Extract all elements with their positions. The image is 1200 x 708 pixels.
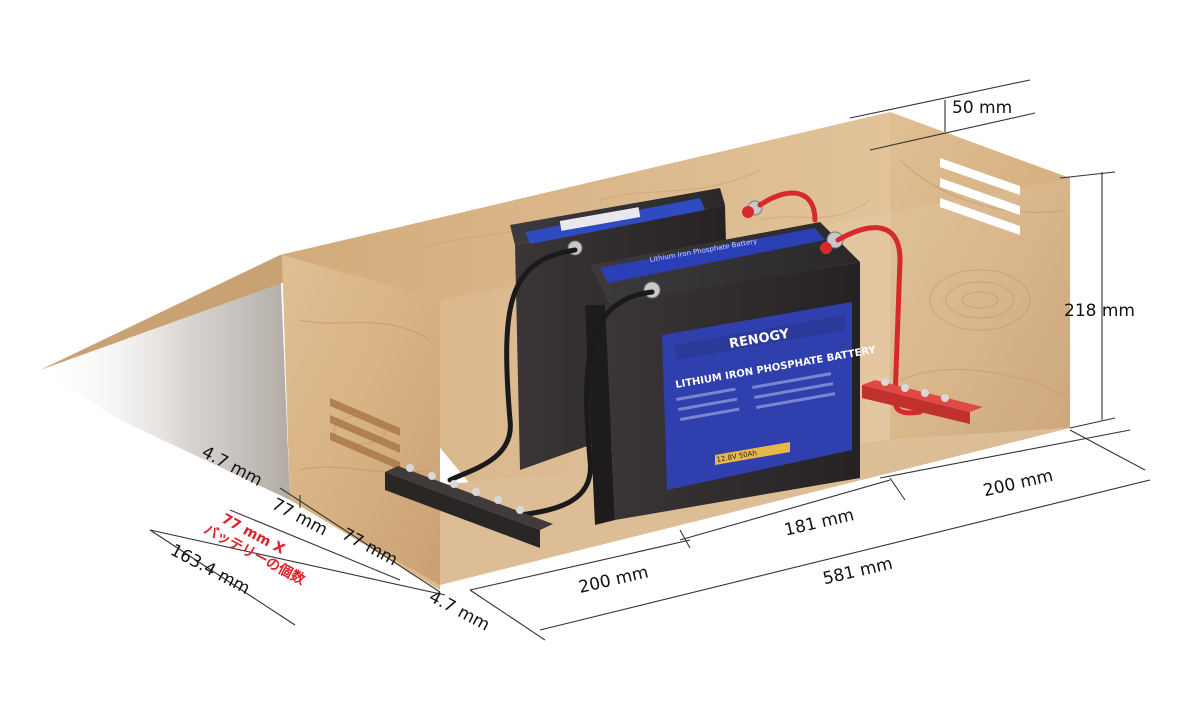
- battery-spec-rows: [676, 372, 836, 421]
- wood-grain-right: [899, 159, 1066, 396]
- dim-left-gap: 200 mm: [577, 562, 651, 597]
- dim-height: 218 mm: [1064, 301, 1135, 321]
- battery-front: Lithium Iron Phosphate Battery RENOGY LI…: [585, 222, 877, 525]
- dim-right-gap: 200 mm: [981, 466, 1055, 501]
- dim-top-gap: 50 mm: [952, 98, 1012, 118]
- dim-total-length: 581 mm: [821, 554, 895, 589]
- dim-battery-length: 181 mm: [782, 505, 856, 540]
- right-vent-slots: [940, 158, 1020, 235]
- busbar-positive: [862, 378, 983, 424]
- dim-wall-front: 4.7 mm: [426, 587, 493, 635]
- left-vent-slots: [330, 398, 400, 470]
- right-end-panel: [890, 112, 1070, 440]
- left-end-panel-face: [282, 255, 440, 585]
- dimension-lines: [149, 79, 1151, 641]
- black-cables: [447, 247, 655, 518]
- busbar-negative: [385, 464, 553, 548]
- left-side-panel: [40, 255, 290, 370]
- ground-shadow: [40, 260, 290, 500]
- red-cables: [757, 190, 923, 416]
